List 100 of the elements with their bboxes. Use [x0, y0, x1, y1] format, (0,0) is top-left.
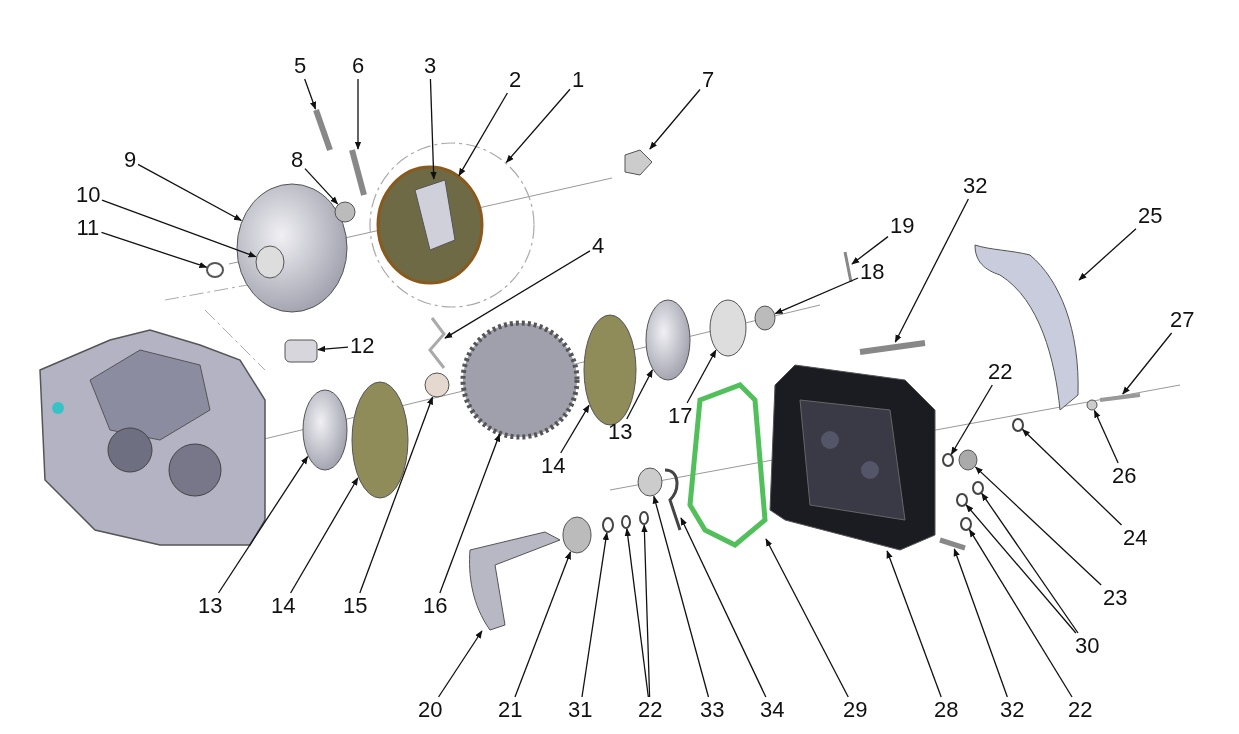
callout-number: 25 [1138, 204, 1163, 228]
nut-drawing [754, 305, 776, 331]
gear-drawing [637, 467, 663, 497]
screw-drawing [349, 149, 367, 196]
leader-line [981, 492, 1079, 634]
leader-line [1093, 409, 1119, 464]
gear-drawing [460, 320, 580, 440]
leader-line [950, 384, 993, 455]
leader-line [953, 548, 1008, 698]
leader-line [505, 88, 571, 163]
clutch-shoe-drawing [376, 165, 484, 285]
spring-drawing [562, 516, 592, 554]
leader-line [1021, 428, 1123, 526]
leader-line [652, 495, 710, 698]
leader-line [317, 345, 349, 353]
leader-line [774, 277, 859, 315]
o-ring-drawing [956, 493, 968, 507]
leader-line [581, 532, 609, 698]
leader-line [968, 529, 1073, 698]
leader-line [624, 528, 649, 698]
washer-drawing [1086, 399, 1098, 411]
leader-line [444, 250, 591, 339]
o-ring-drawing [942, 453, 954, 467]
callout-number: 4 [592, 234, 605, 258]
friction-disc-drawing [351, 381, 409, 499]
bolt-drawing [1099, 393, 1141, 402]
callout-number: 10 [76, 183, 101, 207]
leader-line [965, 504, 1077, 634]
callout-number: 31 [568, 698, 593, 722]
bolt-drawing [939, 537, 966, 551]
washer-drawing [709, 299, 747, 357]
clip-drawing [664, 468, 682, 531]
o-ring-drawing [621, 515, 631, 529]
callout-number: 19 [890, 214, 915, 238]
lever-drawing [414, 179, 456, 251]
hub-drawing [255, 245, 285, 279]
leader-line [851, 236, 889, 265]
leader-line [649, 88, 701, 150]
o-ring-drawing [960, 517, 972, 531]
callout-number: 7 [702, 68, 715, 92]
o-ring-drawing [639, 511, 649, 525]
screw-drawing [843, 251, 853, 283]
callout-number: 13 [608, 420, 633, 444]
leader-line [137, 163, 242, 222]
clutch-bell-drawing [236, 183, 348, 313]
callout-number: 16 [423, 594, 448, 618]
callout-number: 21 [498, 698, 523, 722]
leader-line [974, 466, 1102, 586]
callout-number: 32 [963, 174, 988, 198]
callout-number: 8 [291, 148, 304, 172]
bushing-drawing [284, 339, 318, 363]
o-ring-drawing [972, 481, 984, 495]
leader-line [304, 168, 339, 205]
callout-number: 22 [1068, 698, 1093, 722]
callout-number: 20 [418, 698, 443, 722]
callout-number: 24 [1123, 526, 1148, 550]
leader-line [458, 92, 509, 177]
leader-line [437, 630, 483, 698]
callout-number: 12 [350, 334, 375, 358]
leader-line [429, 78, 437, 180]
nut-drawing [624, 149, 653, 176]
callout-number: 23 [1103, 586, 1128, 610]
leader-line [560, 404, 590, 454]
bushing-drawing [424, 372, 450, 398]
leader-line [304, 78, 317, 110]
callout-number: 13 [198, 594, 223, 618]
leader-line [1122, 332, 1173, 395]
cover-drawing [769, 364, 936, 551]
leader-line [354, 78, 362, 150]
callout-number: 33 [700, 698, 725, 722]
leader-line [100, 231, 208, 268]
plate-drawing [645, 299, 691, 381]
leader-line [289, 477, 359, 594]
callout-number: 14 [271, 594, 296, 618]
callout-number: 11 [76, 216, 100, 240]
friction-disc-drawing [583, 314, 637, 426]
o-ring-drawing [1012, 418, 1024, 432]
callout-number: 34 [760, 698, 785, 722]
leader-line [680, 517, 767, 698]
gear-segment-drawing [469, 531, 561, 631]
dash-dot-circle-drawing [369, 142, 535, 308]
callout-number: 15 [343, 594, 368, 618]
callout-number: 18 [860, 260, 885, 284]
leader-line [359, 396, 434, 594]
leader-line [101, 199, 257, 258]
bolt-drawing [859, 340, 926, 355]
callout-number: 17 [668, 404, 693, 428]
callout-number: 6 [352, 54, 365, 78]
callout-number: 27 [1170, 308, 1195, 332]
callout-number: 22 [988, 360, 1013, 384]
plug-drawing [958, 449, 978, 471]
callout-number: 30 [1075, 634, 1100, 658]
callout-number: 22 [638, 698, 663, 722]
plate-drawing [302, 389, 348, 471]
callout-number: 9 [124, 148, 137, 172]
leader-line [1078, 228, 1137, 281]
o-ring-drawing [602, 517, 614, 533]
callout-number: 14 [541, 454, 566, 478]
o-ring-drawing [206, 262, 224, 278]
leader-line [686, 349, 717, 404]
